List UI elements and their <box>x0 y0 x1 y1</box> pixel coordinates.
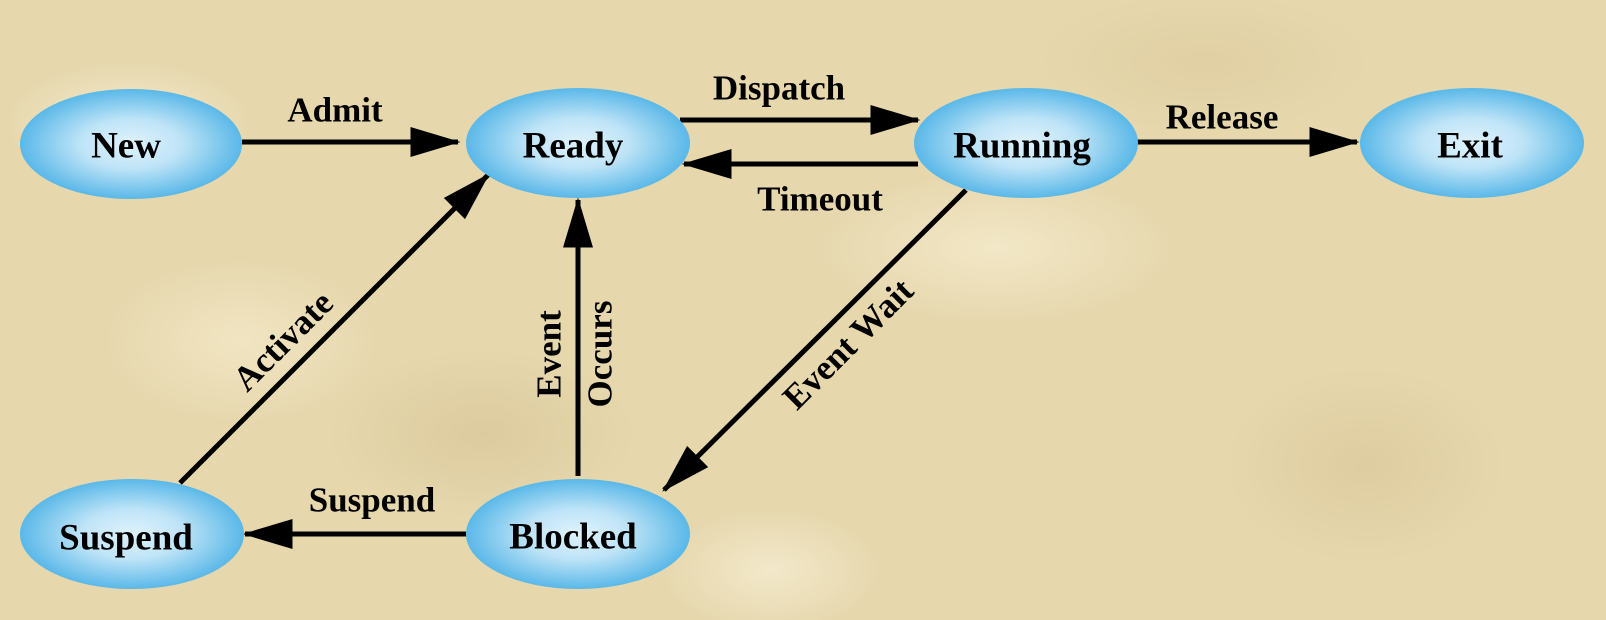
node-suspend: Suspend <box>20 479 244 589</box>
label-event-wait: Event Wait <box>775 271 921 417</box>
edge-event-wait <box>662 188 968 492</box>
node-exit-label: Exit <box>1437 126 1503 167</box>
node-ready-label: Ready <box>523 126 624 167</box>
label-event-occurs-line2: Occurs <box>581 301 620 408</box>
node-blocked: Blocked <box>466 479 690 589</box>
node-exit: Exit <box>1360 88 1584 198</box>
label-timeout: Timeout <box>757 180 883 219</box>
node-new: New <box>20 89 242 199</box>
node-ready: Ready <box>466 88 690 198</box>
node-new-label: New <box>91 126 161 167</box>
node-running: Running <box>914 88 1138 198</box>
edge-activate <box>178 173 490 485</box>
label-suspend: Suspend <box>309 481 436 520</box>
label-event-occurs-line1: Event <box>530 310 569 398</box>
node-suspend-label: Suspend <box>59 518 193 559</box>
label-release: Release <box>1166 98 1279 137</box>
label-dispatch: Dispatch <box>713 69 845 108</box>
node-running-label: Running <box>953 126 1091 167</box>
label-admit: Admit <box>287 91 383 130</box>
node-blocked-label: Blocked <box>509 517 637 558</box>
